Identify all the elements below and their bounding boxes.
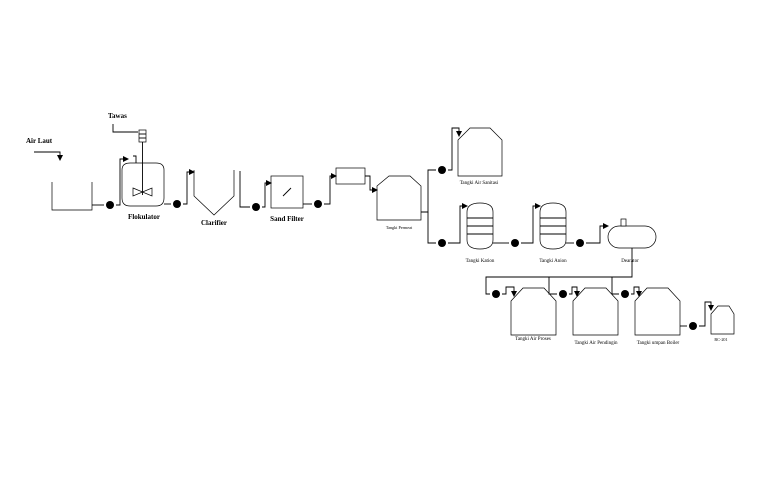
label-air-laut: Air Laut <box>26 137 53 145</box>
pipe-to-air-proses <box>485 286 517 297</box>
pump-anion-icon <box>511 239 519 247</box>
label-dearator: Dearator <box>621 259 639 264</box>
label-flokulator: Flokulator <box>128 213 160 221</box>
label-bc-201: BC-201 <box>714 337 727 342</box>
pump-dearator-icon <box>576 239 584 247</box>
pipe-to-air-pendingin <box>548 286 580 297</box>
pipe-dearator-header <box>485 248 633 290</box>
pipe-permeat-to-kation <box>427 203 468 244</box>
label-sand-filter: Sand Filter <box>270 215 304 223</box>
tangki-kation <box>466 202 494 250</box>
pump-umpan-boiler-icon <box>621 290 629 298</box>
label-tawas: Tawas <box>108 112 127 120</box>
pipe-sand-filter-to-membran <box>303 173 337 205</box>
seawater-feed-arrow <box>34 151 63 161</box>
pipe-bak-to-flokulator <box>92 156 129 206</box>
label-tangki-air-proses: Tangki Air Proses <box>515 337 551 342</box>
pipe-clarifier-to-sand-filter <box>239 171 272 208</box>
flokulator-tank <box>121 129 165 207</box>
pump-sanitasi-icon <box>438 166 446 174</box>
pump-clarifier-icon <box>252 203 260 211</box>
tangki-air-pendingin <box>572 287 619 336</box>
pipe-flokulator-to-clarifier <box>164 169 195 205</box>
label-tangki-air-sanitasi: Tangki Air Sanitasi <box>460 181 499 186</box>
tangki-air-proses <box>510 287 557 336</box>
pipe-membran-to-permeat <box>365 175 378 193</box>
membran-ro-unit <box>335 167 366 185</box>
label-tangki-permeat: Tangki Permeat <box>386 225 413 230</box>
label-tangki-anion: Tangki Anion <box>539 259 567 264</box>
pipe-boiler-to-bc201 <box>680 301 714 327</box>
tangki-air-sanitasi <box>457 127 503 177</box>
bak-penampung-basin <box>51 182 93 211</box>
pipe-kation-to-anion <box>493 203 541 244</box>
dearator-vessel <box>607 218 657 249</box>
pipe-to-umpan-boiler <box>611 286 642 297</box>
label-clarifier: Clarifier <box>201 219 227 227</box>
pipe-permeat-to-sanitasi <box>421 127 462 213</box>
tangki-umpan-boiler <box>634 287 681 336</box>
label-tangki-air-pendingin: Tangki Air Pendingin <box>575 341 618 346</box>
pump-kation-icon <box>438 239 446 247</box>
pump-sand-filter-icon <box>314 200 322 208</box>
label-tangki-kation: Tangki Kation <box>466 259 495 264</box>
pump-flokulator-icon <box>173 200 181 208</box>
tangki-anion <box>539 202 567 250</box>
pump-air-proses-icon <box>492 290 500 298</box>
tawas-feed-line <box>112 124 138 133</box>
pump-bak-icon <box>106 201 114 209</box>
pump-air-pendingin-icon <box>559 290 567 298</box>
tangki-permeat <box>376 175 422 221</box>
pipe-anion-to-dearator <box>566 223 609 244</box>
clarifier-tank <box>193 170 235 216</box>
label-tangki-umpan-boiler: Tangki umpan Boiler <box>637 341 680 346</box>
sand-filter <box>270 175 304 209</box>
pump-bc201-icon <box>689 322 697 330</box>
bc-201-vessel <box>710 305 735 335</box>
